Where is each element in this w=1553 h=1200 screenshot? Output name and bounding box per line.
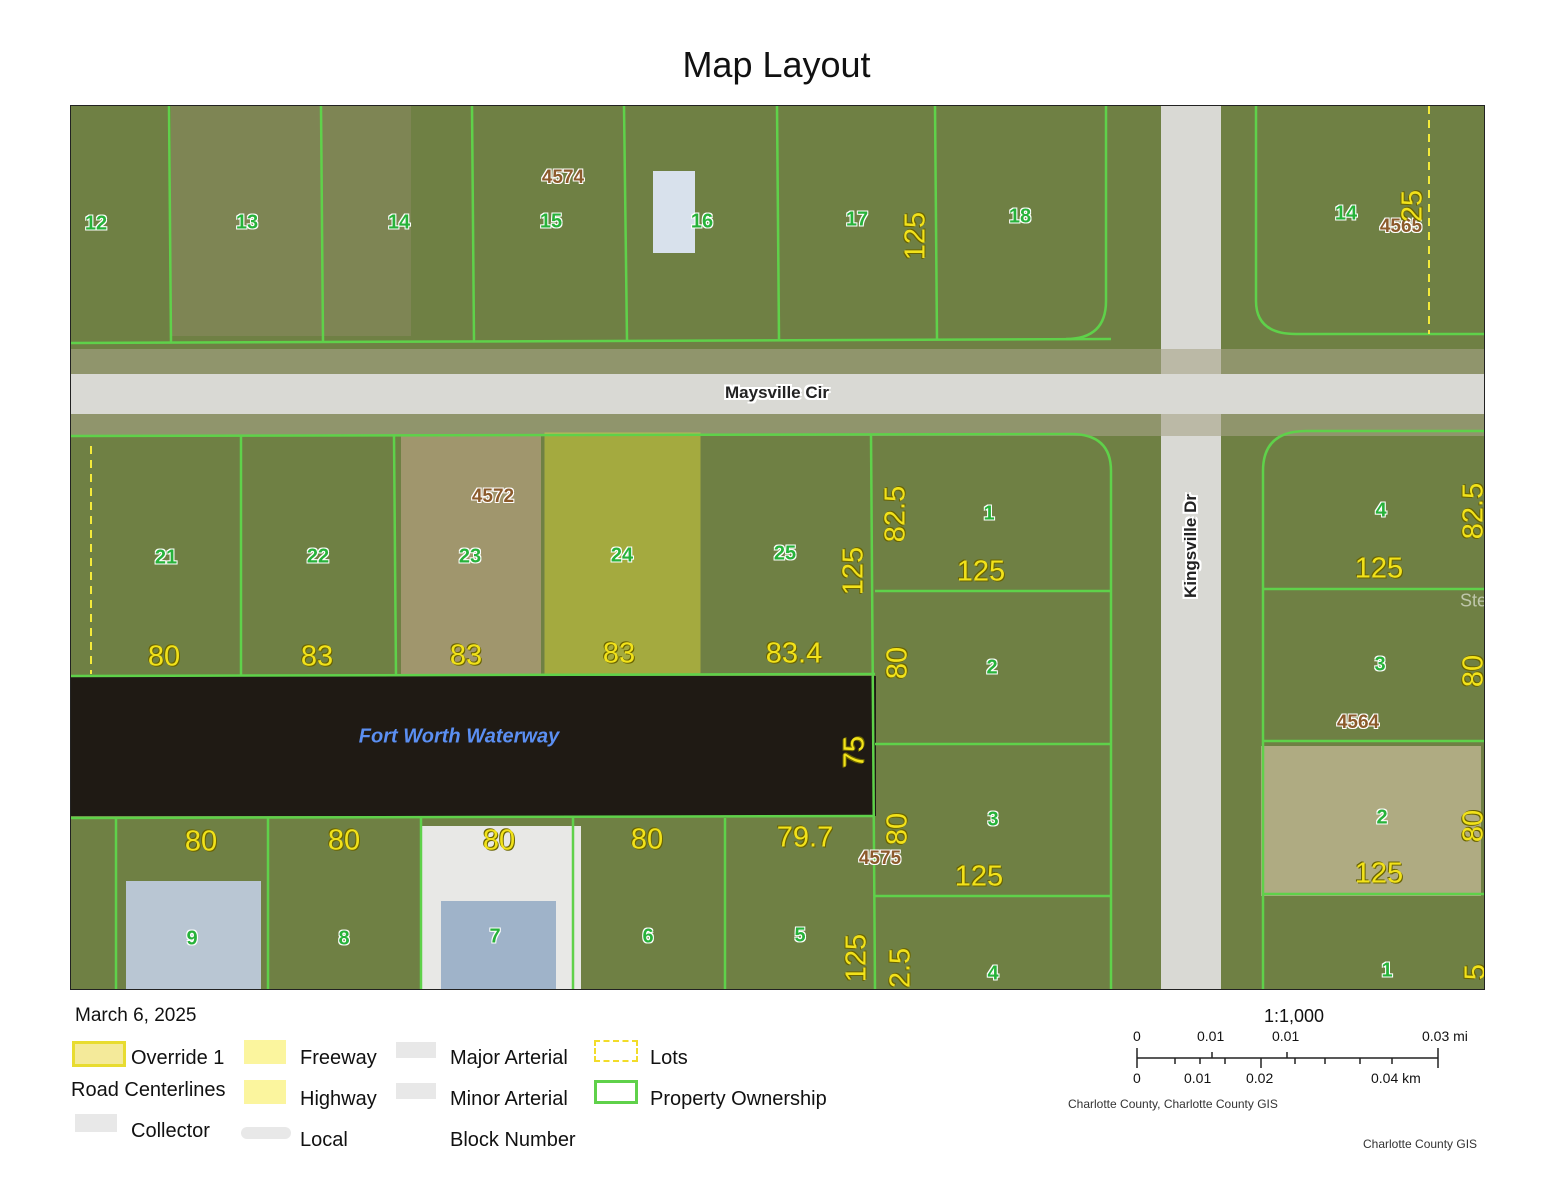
road-label: Kingsville Dr bbox=[1181, 494, 1200, 598]
legend-minor-arterial: Minor Arterial bbox=[450, 1088, 568, 1110]
scale-bar bbox=[1136, 1048, 1439, 1068]
lot-label: 15 bbox=[539, 210, 563, 233]
dimension-label: 125 bbox=[840, 933, 873, 983]
map-title: Map Layout bbox=[682, 44, 871, 85]
dimension-label: 5 bbox=[1460, 964, 1485, 980]
lot-label: 18 bbox=[1008, 205, 1032, 228]
lot-label: 5 bbox=[794, 924, 806, 947]
legend-road-centerlines: Road Centerlines bbox=[71, 1079, 226, 1101]
major-arterial-swatch bbox=[396, 1042, 436, 1058]
lot-label: 22 bbox=[306, 545, 330, 568]
dimension-label: 80 bbox=[881, 646, 914, 680]
scale-km-label: 0.02 bbox=[1246, 1070, 1274, 1086]
lot-label: 8 bbox=[338, 927, 350, 950]
scale-mi-label: 0.01 bbox=[1272, 1028, 1300, 1044]
dimension-label: 125 bbox=[1354, 552, 1404, 585]
lot-label: 12 bbox=[84, 212, 108, 235]
dimension-label: 80 bbox=[482, 824, 516, 857]
map-frame[interactable]: 12 13 14 15 16 17 18 14 4574 4565 125 25… bbox=[70, 105, 1485, 990]
legend-major-arterial: Major Arterial bbox=[450, 1047, 568, 1069]
lot-label: 6 bbox=[642, 925, 654, 948]
map-canvas bbox=[71, 106, 1484, 989]
scale-km-label: 0.01 bbox=[1184, 1070, 1212, 1086]
dimension-label: 125 bbox=[837, 546, 870, 596]
lot-label: 17 bbox=[845, 208, 869, 231]
legend-highway: Highway bbox=[300, 1088, 377, 1110]
lot-label: 16 bbox=[690, 210, 714, 233]
dimension-label: 83 bbox=[300, 640, 334, 673]
lot-label: 2 bbox=[1376, 806, 1388, 829]
map-date: March 6, 2025 bbox=[75, 1005, 197, 1026]
dimension-label: 83 bbox=[449, 639, 483, 672]
scale-mi-label: 0 bbox=[1133, 1028, 1141, 1044]
scale-mi-label: 0.01 bbox=[1197, 1028, 1225, 1044]
lot-label: 4 bbox=[987, 962, 999, 985]
road-label: Maysville Cir bbox=[725, 383, 829, 402]
dimension-label: 125 bbox=[1354, 857, 1404, 890]
dimension-label: 125 bbox=[899, 211, 932, 261]
lot-label: 1 bbox=[983, 502, 995, 525]
dimension-label: 80 bbox=[147, 640, 181, 673]
dimension-label: 125 bbox=[956, 555, 1006, 588]
dimension-label: 79.7 bbox=[776, 821, 834, 854]
lot-label: 21 bbox=[154, 546, 178, 569]
lot-label-subject[interactable]: 24 bbox=[610, 544, 634, 567]
credit-text: Charlotte County, Charlotte County GIS bbox=[1068, 1097, 1278, 1111]
collector-swatch bbox=[75, 1114, 117, 1132]
dimension-label: 25 bbox=[1396, 189, 1429, 223]
legend-property-ownership: Property Ownership bbox=[650, 1088, 827, 1110]
lot-label: 4 bbox=[1375, 499, 1387, 522]
dimension-label: 80 bbox=[1457, 654, 1485, 688]
credit-text: Charlotte County GIS bbox=[1363, 1137, 1478, 1151]
freeway-swatch bbox=[244, 1040, 286, 1064]
lot-label: 7 bbox=[489, 925, 501, 948]
dimension-label: 80 bbox=[184, 825, 218, 858]
lot-label: 3 bbox=[1374, 653, 1386, 676]
block-number: 4565 bbox=[1379, 216, 1423, 237]
dimension-label: 125 bbox=[954, 860, 1004, 893]
dimension-label: 83.4 bbox=[765, 637, 823, 670]
lot-label: 2 bbox=[986, 656, 998, 679]
dimension-label: 75 bbox=[838, 735, 871, 769]
highway-swatch bbox=[244, 1080, 286, 1104]
block-number: 4575 bbox=[858, 848, 902, 869]
dimension-label: 80 bbox=[881, 812, 914, 846]
dimension-label: 82.5 bbox=[1457, 482, 1485, 540]
legend-override: Override 1 bbox=[131, 1047, 225, 1069]
dimension-label: 80 bbox=[327, 824, 361, 857]
minor-arterial-swatch bbox=[396, 1083, 436, 1099]
lot-label: 14 bbox=[1334, 202, 1358, 225]
legend-collector: Collector bbox=[131, 1120, 210, 1142]
scale-mi-label: 0.03 mi bbox=[1422, 1028, 1468, 1044]
waterway-label: Fort Worth Waterway bbox=[358, 725, 560, 748]
ownership-swatch bbox=[594, 1080, 638, 1104]
lot-label: 23 bbox=[458, 545, 482, 568]
lots-swatch bbox=[594, 1040, 638, 1062]
dimension-label: 80 bbox=[630, 823, 664, 856]
override-swatch bbox=[72, 1041, 126, 1067]
block-number: 4574 bbox=[541, 167, 585, 188]
local-swatch bbox=[241, 1127, 291, 1139]
legend-lots: Lots bbox=[650, 1047, 688, 1069]
legend-freeway: Freeway bbox=[300, 1047, 377, 1069]
lot-label: 25 bbox=[773, 542, 797, 565]
scale-km-label: 0 bbox=[1133, 1070, 1141, 1086]
block-number: 4564 bbox=[1336, 712, 1380, 733]
watermark: StellarMLS bbox=[1459, 590, 1484, 611]
lot-label: 14 bbox=[387, 211, 411, 234]
lot-label: 9 bbox=[186, 927, 198, 950]
dimension-label: 82.5 bbox=[879, 485, 912, 543]
block-number: 4572 bbox=[471, 486, 515, 507]
lot-label: 13 bbox=[235, 211, 259, 234]
scale-ratio: 1:1,000 bbox=[1264, 1006, 1325, 1026]
scale-km-label: 0.04 km bbox=[1371, 1070, 1421, 1086]
dimension-label: 2.5 bbox=[884, 947, 917, 989]
lot-label: 3 bbox=[987, 808, 999, 831]
dimension-label: 83 bbox=[602, 637, 636, 670]
legend-block-number: Block Number bbox=[450, 1129, 576, 1151]
legend-local: Local bbox=[300, 1129, 348, 1151]
lot-label: 1 bbox=[1381, 959, 1393, 982]
dimension-label: 80 bbox=[1457, 809, 1485, 843]
